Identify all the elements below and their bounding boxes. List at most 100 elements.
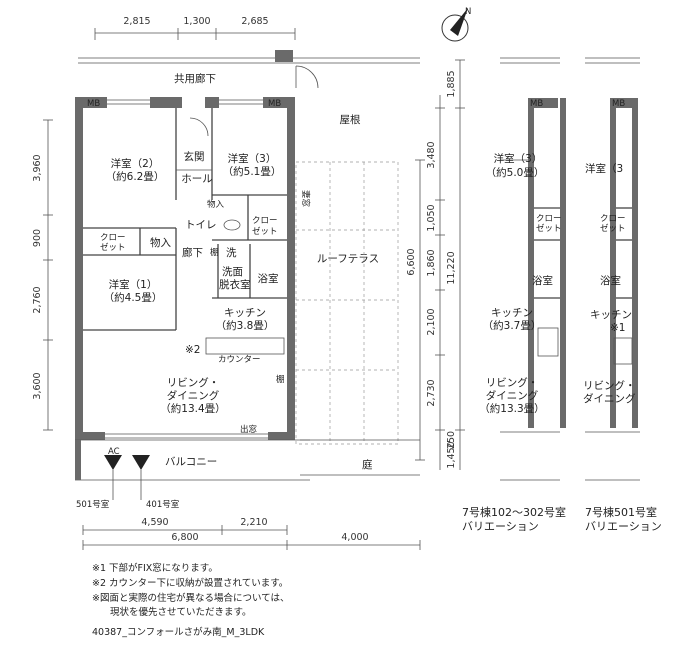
label-note2-mark: ※2 [185, 344, 200, 356]
label-ac: AC [108, 447, 120, 457]
note-2: ※2 カウンター下に収納が設置されています。 [92, 578, 289, 589]
label-garden: 庭 [362, 458, 373, 471]
label-roof-terrace: ルーフテラス [317, 253, 379, 265]
label-shelf2: 棚 [276, 374, 285, 385]
label-western1-size: （約4.5畳） [104, 291, 163, 304]
label-western3-size: （約5.1畳） [223, 165, 282, 178]
mb-right: MB [268, 99, 281, 109]
label-western2: 洋室（2） [111, 157, 160, 170]
va-caption1: 7号棟102～302号室 [462, 505, 566, 519]
dim-left-4: 3,600 [32, 372, 43, 399]
variation-a-plan: MB 洋室（3） （約5.0畳） クロー ゼット 浴室 キッチン （約3.7畳）… [462, 57, 566, 533]
kitchen-counter [205, 337, 285, 355]
top-dimension-group: 2,815 1,300 2,685 [94, 16, 296, 40]
dim-right-outer-2: 11,220 [446, 251, 457, 284]
label-wash: 洗 [226, 247, 237, 259]
dim-left-1: 3,960 [32, 154, 43, 181]
dim-right-5: 2,730 [426, 379, 437, 406]
vb-kitchen-note: ※1 [610, 322, 625, 334]
balcony-area: AC バルコニー 庭 501号室 401号室 [75, 439, 420, 510]
label-bath: 浴室 [258, 272, 279, 285]
label-entrance: 玄関 [184, 150, 205, 163]
interior-walls [83, 65, 319, 331]
compass-label: N [465, 7, 471, 17]
vb-room-name: 洋室（3 [585, 162, 623, 175]
mb-variation-b: MB [612, 99, 625, 109]
va-kitchen-size: （約3.7畳） [483, 319, 542, 332]
label-toilet: トイレ [185, 219, 217, 231]
label-washroom2: 脱衣室 [219, 278, 251, 291]
label-closet-b1: クロー [100, 233, 126, 243]
va-bath: 浴室 [532, 274, 553, 287]
vb-caption2: バリエーション [585, 520, 662, 533]
label-western3: 洋室（3） [228, 152, 277, 165]
va-living2: ダイニング [486, 389, 539, 402]
dim-left-2: 900 [32, 229, 43, 247]
compass-icon: N [441, 7, 471, 42]
right-dimension-group: 3,480 1,050 1,860 2,100 2,730 1,885 11,2… [426, 59, 465, 470]
dim-right-4: 2,100 [426, 308, 437, 335]
dim-bottom-4: 4,000 [341, 532, 368, 543]
label-washroom1: 洗面 [222, 266, 243, 278]
roof-terrace-area: 6,600 [295, 159, 425, 461]
label-closet-a1: クロー [252, 216, 278, 226]
label-shelf: 棚 [210, 247, 219, 258]
label-unit401: 401号室 [146, 499, 180, 510]
vb-closet1: クロー [600, 214, 626, 224]
dim-top-2: 1,300 [183, 16, 210, 27]
ac-unit-icon [132, 455, 150, 470]
label-storage-top: 物入 [207, 199, 225, 210]
vb-caption1: 7号棟501号室 [585, 505, 657, 519]
va-room-name: 洋室（3） [494, 152, 543, 165]
label-balcony: バルコニー [165, 456, 217, 468]
va-kitchen: キッチン [491, 307, 533, 319]
label-closet-b2: ゼット [100, 242, 126, 253]
dim-right-outer-3: 1,450 [446, 441, 457, 468]
vb-living2: ダイニング [583, 392, 636, 405]
label-living1: リビング・ [167, 376, 220, 389]
label-roof: 屋根 [340, 113, 361, 126]
label-western2-size: （約6.2畳） [106, 170, 165, 183]
label-kitchen: キッチン [224, 307, 266, 319]
label-counter: カウンター [218, 355, 261, 365]
dim-right-outer-1: 1,885 [446, 70, 457, 97]
ac-unit-icon [104, 455, 122, 470]
mb-variation-a: MB [530, 99, 543, 109]
vb-bath: 浴室 [600, 274, 621, 287]
bottom-dimension-group: 4,590 2,210 6,800 4,000 [82, 517, 421, 550]
va-closet1: クロー [536, 214, 562, 224]
label-kitchen-size: （約3.8畳） [216, 319, 275, 332]
va-closet2: ゼット [536, 223, 562, 234]
toilet-icon [223, 219, 241, 231]
label-unit501: 501号室 [76, 499, 110, 510]
dim-bottom-1: 4,590 [141, 517, 168, 528]
label-gable-window: 妻窓 [300, 190, 311, 208]
label-hallway: 廊下 [182, 246, 203, 259]
note-1: ※1 下部がFIX窓になります。 [92, 563, 218, 574]
dim-left-3: 2,760 [32, 286, 43, 313]
va-room-size: （約5.0畳） [486, 166, 545, 179]
label-living2: ダイニング [167, 389, 220, 402]
label-living-size: （約13.4畳） [160, 402, 225, 415]
note-3: ※図面と実際の住宅が異なる場合については、 [92, 593, 290, 604]
dim-bottom-2: 2,210 [240, 517, 267, 528]
va-living1: リビング・ [486, 376, 539, 389]
vb-living1: リビング・ [583, 379, 636, 392]
label-storage-left: 物入 [150, 236, 171, 249]
vb-kitchen: キッチン [590, 309, 632, 321]
label-western1: 洋室（1） [109, 278, 158, 291]
dim-bottom-3: 6,800 [171, 532, 198, 543]
va-caption2: バリエーション [462, 520, 539, 533]
dim-right-2: 1,050 [426, 204, 437, 231]
dim-right-outer-4: 250 [446, 431, 457, 449]
dim-right-1: 3,480 [426, 141, 437, 168]
label-hall: ホール [181, 173, 213, 185]
plan-code-footer: 40387_コンフォールさがみ南_M_3LDK [92, 627, 265, 638]
unit-walls [75, 97, 295, 440]
dim-terrace: 6,600 [406, 248, 417, 275]
dim-top-3: 2,685 [241, 16, 268, 27]
note-4: 現状を優先させていただきます。 [110, 607, 252, 618]
label-closet-a2: ゼット [252, 226, 278, 237]
va-living-size: （約13.3畳） [479, 402, 544, 415]
mb-left: MB [87, 99, 100, 109]
